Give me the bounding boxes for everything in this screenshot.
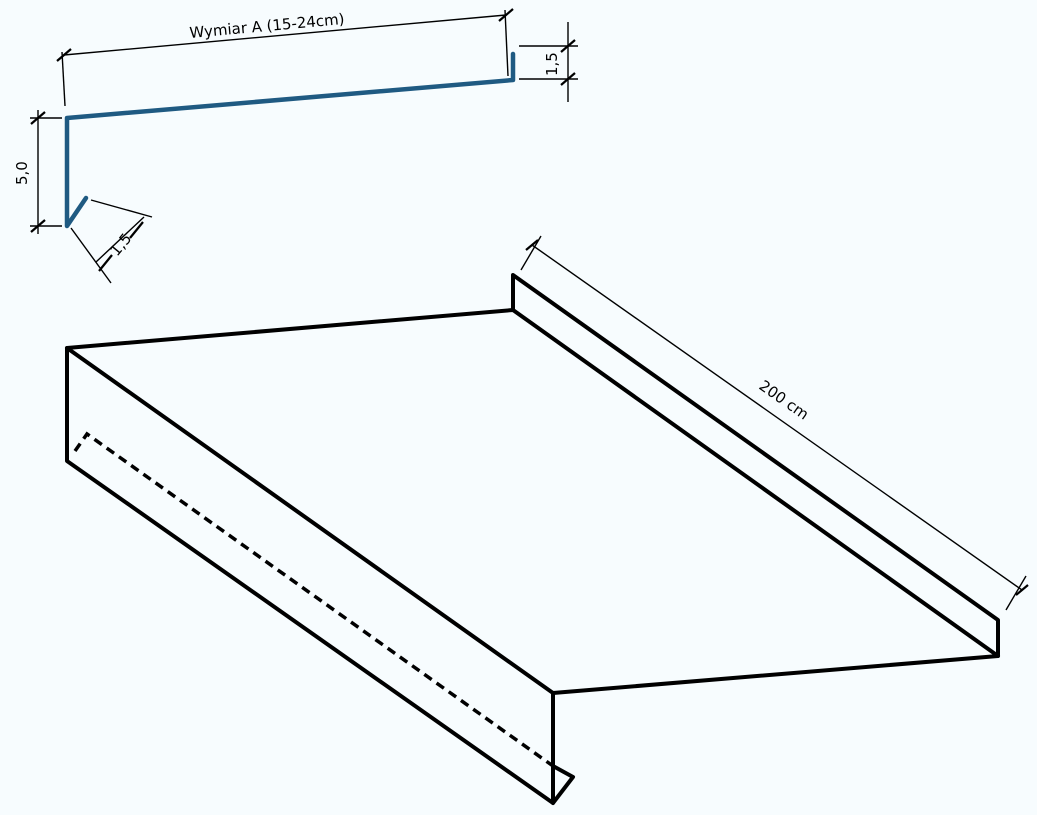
sill-back-upstand xyxy=(511,273,1000,658)
dimension-front-return: 1,5 xyxy=(70,199,153,284)
dimension-length-label: 200 cm xyxy=(756,377,812,424)
profile-outline xyxy=(64,51,516,229)
sill-hidden-return-line xyxy=(73,431,555,768)
dimension-length: 200 cm xyxy=(520,235,1029,611)
sill-front-edge xyxy=(65,346,555,805)
dimension-back-upturn-label: 1,5 xyxy=(543,52,561,76)
dimension-front-drop: 5,0 xyxy=(13,110,62,234)
dimension-back-upturn: 1,5 xyxy=(519,22,578,102)
dimension-width-a: Wymiar A (15-24cm) xyxy=(56,8,514,107)
sill-isometric: 200 cm xyxy=(65,235,1029,805)
dimension-front-drop-label: 5,0 xyxy=(13,161,31,185)
sill-top-surface xyxy=(65,308,1000,695)
sill-profile: Wymiar A (15-24cm) 1,5 5,0 1, xyxy=(13,8,578,284)
sill-drip-return xyxy=(551,764,575,805)
